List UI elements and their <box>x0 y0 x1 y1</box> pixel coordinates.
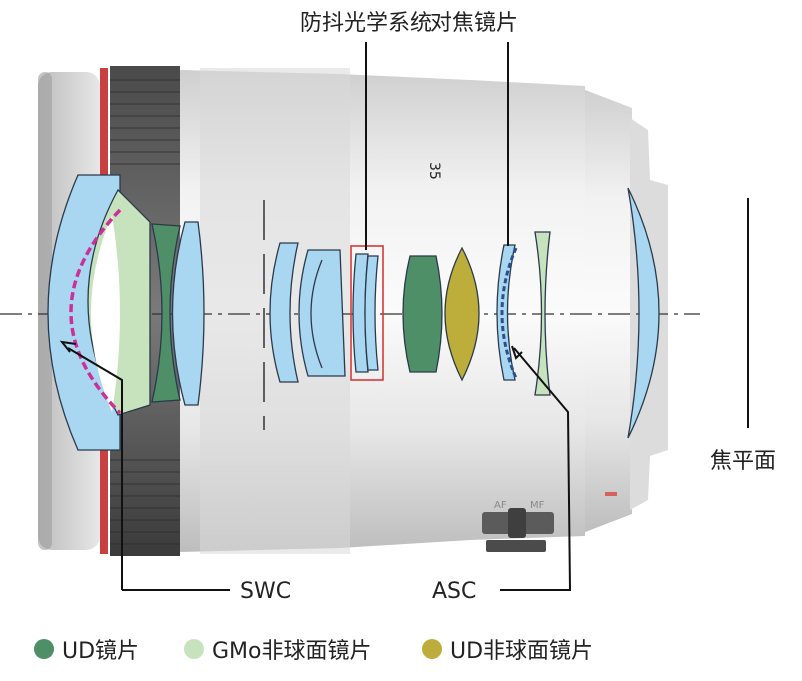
lens-group1-rear <box>171 221 205 406</box>
stabilizer-label: 防抖光学系统 <box>300 11 432 36</box>
lens-middle-2 <box>298 249 346 377</box>
asc-label: ASC <box>432 579 476 604</box>
legend-item-ud-aspheric: UD非球面镜片 <box>422 634 593 664</box>
lens-middle-1 <box>269 242 299 383</box>
lens-gmo-aspheric-2 <box>534 231 551 396</box>
legend-label: GMo非球面镜片 <box>212 639 372 664</box>
gmo-swatch-icon <box>184 639 204 659</box>
swc-coating <box>69 208 122 415</box>
lens-ud-aspheric <box>444 246 480 382</box>
ud-swatch-icon <box>34 639 54 659</box>
ud-aspheric-swatch-icon <box>422 639 442 659</box>
focal-mark-35: 35 <box>426 162 442 180</box>
legend-item-gmo: GMo非球面镜片 <box>184 634 372 664</box>
lens-rear <box>627 187 660 439</box>
swc-label: SWC <box>240 579 291 604</box>
legend-item-ud: UD镜片 <box>34 634 139 664</box>
rear-mount <box>580 88 632 534</box>
legend: UD镜片 GMo非球面镜片 UD非球面镜片 <box>0 630 802 670</box>
lens-ud-2 <box>402 255 443 373</box>
lens-is-2 <box>364 255 379 371</box>
lens-elements <box>47 174 660 451</box>
lens-focus-asc <box>496 244 516 381</box>
lens-ud-1 <box>151 223 181 403</box>
legend-label: UD镜片 <box>62 639 140 664</box>
asc-coating <box>500 247 518 379</box>
mf-label: MF <box>530 500 545 511</box>
af-label: AF <box>494 500 507 511</box>
focal-plane-label: 焦平面 <box>710 449 776 474</box>
focus-lens-label: 对焦镜片 <box>430 11 518 36</box>
leader-lines <box>59 42 572 591</box>
af-mf-switch[interactable]: AF MF <box>482 500 554 552</box>
legend-label: UD非球面镜片 <box>450 639 594 664</box>
